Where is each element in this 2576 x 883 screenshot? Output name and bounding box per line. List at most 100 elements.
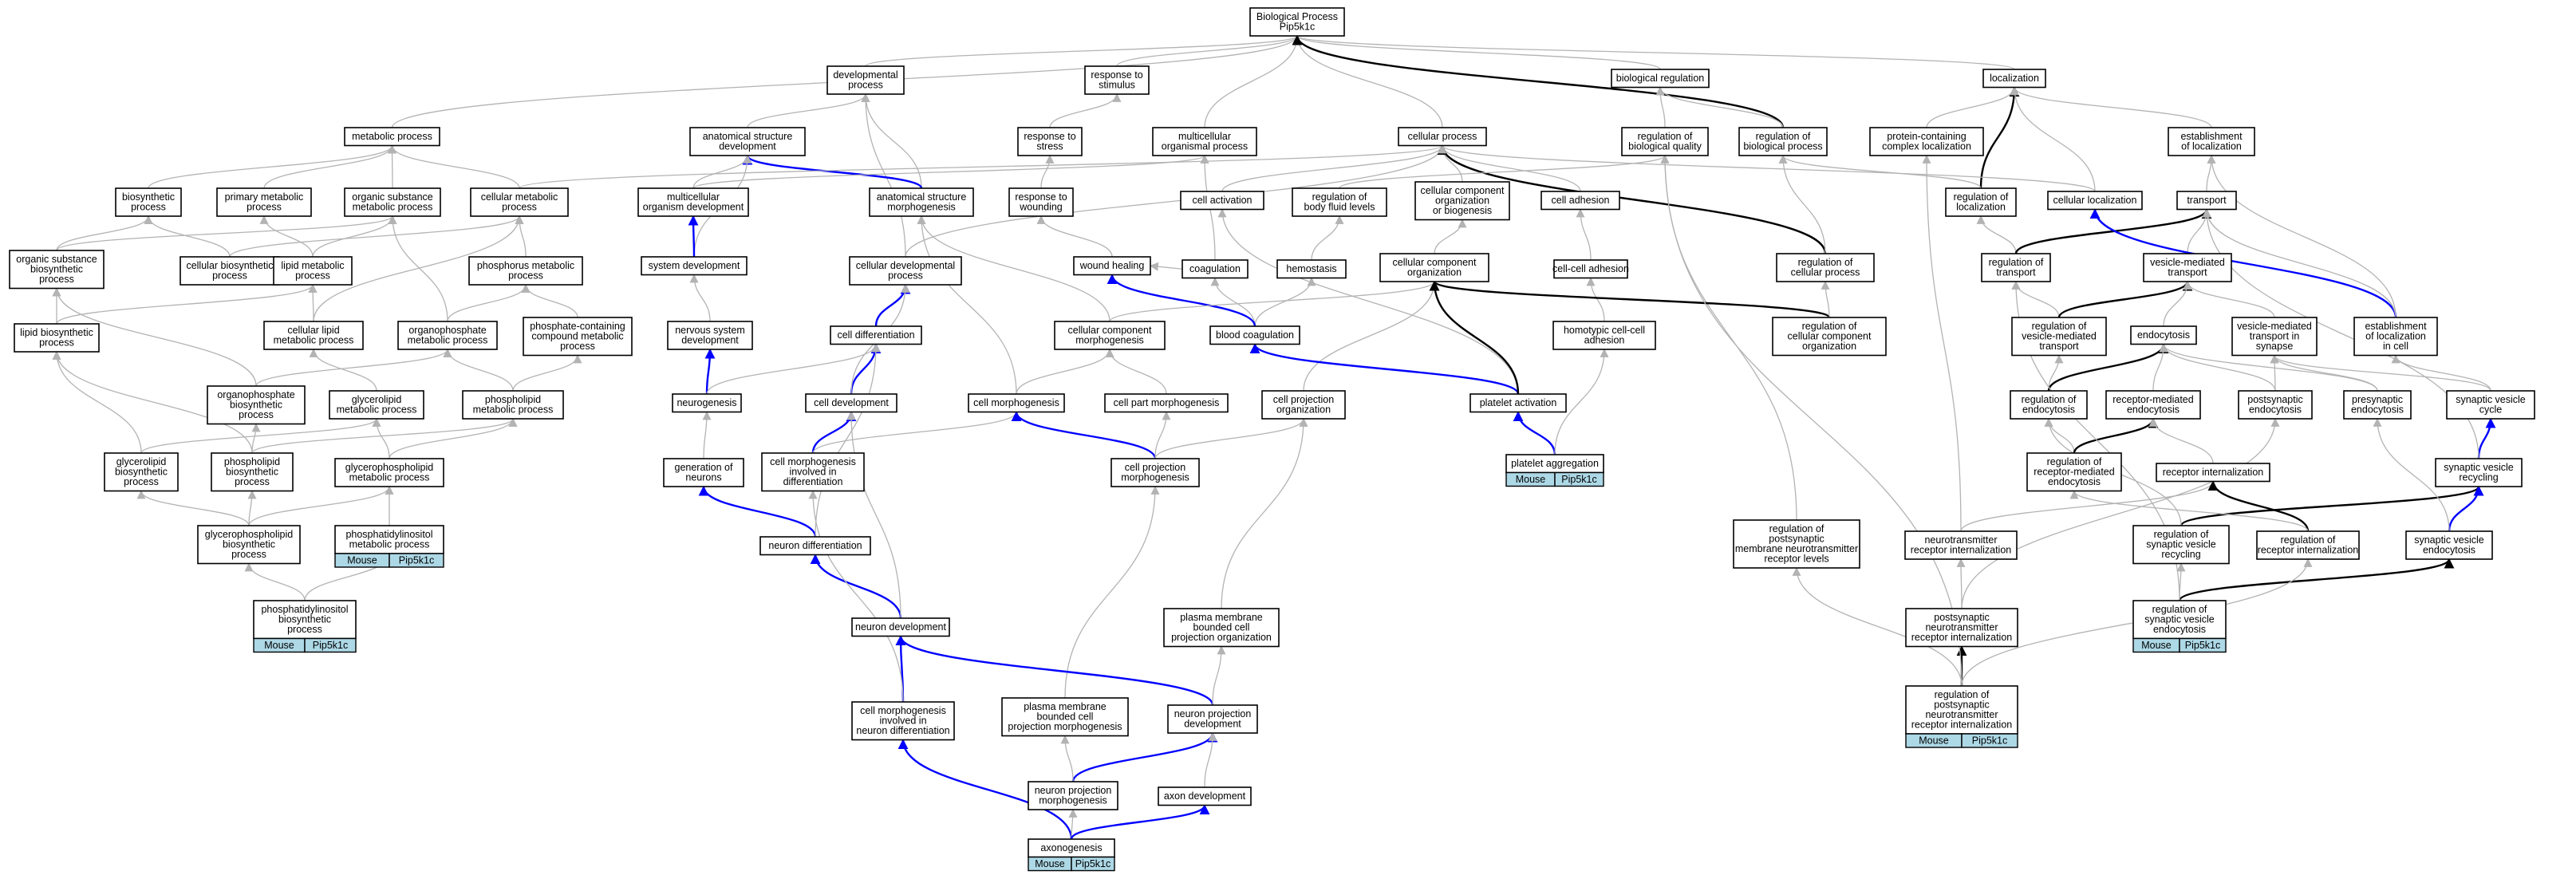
- go-term-celldev[interactable]: cell development: [805, 393, 897, 413]
- go-term-sysdev[interactable]: system development: [641, 256, 748, 276]
- go-term-transport[interactable]: transport: [2176, 191, 2237, 211]
- go-term-endocytosis[interactable]: endocytosis: [2130, 325, 2197, 345]
- go-term-cellproc[interactable]: cellular process: [1398, 127, 1487, 147]
- go-term-cclad[interactable]: cell-cell adhesion: [1552, 259, 1629, 279]
- go-term-neurogenesis[interactable]: neurogenesis: [672, 393, 742, 413]
- go-term-cellloc[interactable]: cellular localization: [2047, 191, 2143, 211]
- go-term-cellmorph[interactable]: cell morphogenesis: [968, 393, 1065, 413]
- go-term-plateletact[interactable]: platelet activation: [1469, 393, 1567, 413]
- go-term-cellact[interactable]: cell activation: [1180, 191, 1264, 211]
- go-term-neurondiff[interactable]: neuron differentiation: [759, 536, 871, 556]
- go-term-regrecmed[interactable]: regulation ofreceptor-mediatedendocytosi…: [2026, 452, 2122, 492]
- go-term-bloodcoag[interactable]: blood coagulation: [1209, 325, 1300, 345]
- go-term-woundheal[interactable]: wound healing: [1073, 256, 1151, 276]
- go-term-regpostsynntri[interactable]: regulation ofpostsynapticneurotransmitte…: [1905, 685, 2018, 748]
- go-term-axondev[interactable]: axon development: [1158, 786, 1252, 806]
- go-term-localization[interactable]: localization: [1982, 69, 2046, 89]
- go-term-recint[interactable]: receptor internalization: [2156, 463, 2270, 483]
- go-term-celldiff[interactable]: cell differentiation: [830, 325, 922, 345]
- go-term-coag[interactable]: coagulation: [1181, 259, 1249, 279]
- go-term-neurondev[interactable]: neuron development: [851, 617, 950, 637]
- go-term-hemostasis[interactable]: hemostasis: [1276, 259, 1347, 279]
- go-term-bioreg[interactable]: biological regulation: [1611, 69, 1710, 89]
- go-term-phosinosbio[interactable]: phosphatidylinositolbiosyntheticprocessM…: [253, 600, 357, 653]
- go-term-cellpartmorph[interactable]: cell part morphogenesis: [1104, 393, 1229, 413]
- go-term-metab[interactable]: metabolic process: [344, 127, 440, 147]
- go-term-celladh[interactable]: cell adhesion: [1540, 191, 1620, 211]
